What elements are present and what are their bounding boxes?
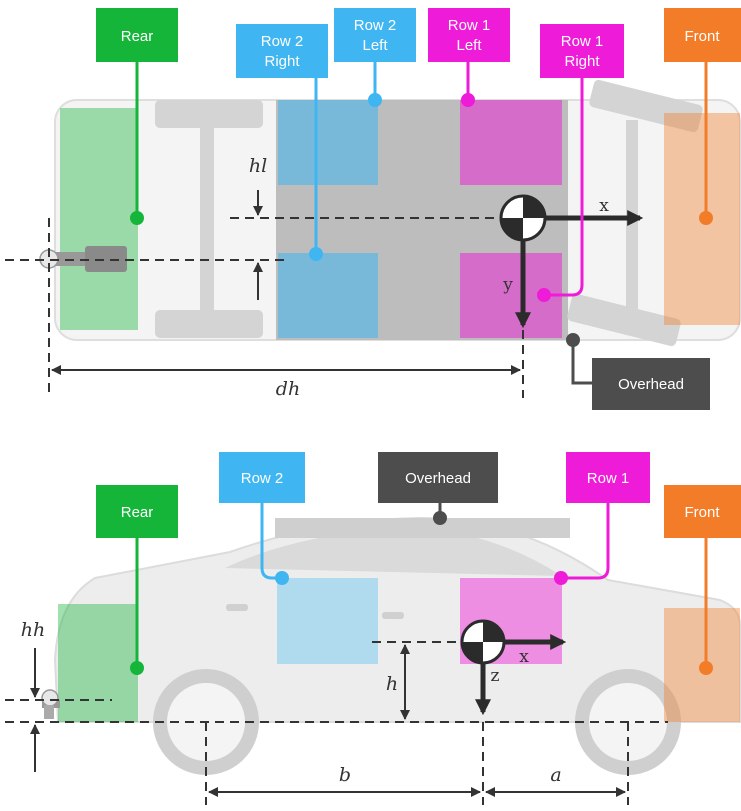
hl-label: hl <box>249 155 267 177</box>
leader-dots-side <box>130 511 713 675</box>
row2-zone-side <box>277 578 378 664</box>
rear-axle-top <box>155 100 263 338</box>
leader-dots-top <box>130 93 713 347</box>
label-front-top: Front <box>664 8 741 62</box>
label-row2-right: Row 2 Right <box>236 24 328 78</box>
label-rear-top: Rear <box>96 8 178 62</box>
row2-left-zone <box>278 100 378 185</box>
label-overhead-top: Overhead <box>592 358 710 410</box>
svg-text:Row 2: Row 2 <box>354 17 397 34</box>
top-view: hl dh x y <box>5 8 741 410</box>
z-axis-label-side: z <box>491 666 500 686</box>
svg-text:Rear: Rear <box>121 28 154 45</box>
rear-zone-side <box>58 604 138 722</box>
svg-text:Left: Left <box>456 37 482 54</box>
y-axis-label-top: y <box>502 275 513 295</box>
label-row1-left: Row 1 Left <box>428 8 510 62</box>
row1-left-zone <box>460 100 562 185</box>
center-of-gravity-icon-side <box>460 619 506 665</box>
roof-rack <box>275 518 570 538</box>
label-row1-side: Row 1 <box>566 452 650 503</box>
svg-text:Row 2: Row 2 <box>261 33 304 50</box>
svg-text:Left: Left <box>362 37 388 54</box>
label-row2-side: Row 2 <box>219 452 305 503</box>
svg-text:Right: Right <box>564 53 600 70</box>
h-label: h <box>386 673 398 695</box>
reference-lines-top <box>5 217 524 398</box>
label-rear-side: Rear <box>96 485 178 538</box>
door-handle-rear <box>226 604 248 611</box>
b-label: b <box>339 764 351 786</box>
svg-text:Front: Front <box>684 504 720 521</box>
hitch-icon <box>39 246 127 272</box>
x-axis-label-side: x <box>519 647 529 667</box>
leader-lines-side <box>135 503 708 668</box>
rear-zone-top <box>60 108 138 330</box>
label-front-side: Front <box>664 485 741 538</box>
a-label: a <box>550 764 561 786</box>
windows-side <box>225 528 562 576</box>
svg-text:Row 1: Row 1 <box>448 17 491 34</box>
center-of-gravity-icon <box>499 194 547 242</box>
svg-text:Right: Right <box>264 53 300 70</box>
x-axis-label-top: x <box>599 196 609 216</box>
label-row1-right: Row 1 Right <box>540 24 624 78</box>
label-row2-left: Row 2 Left <box>334 8 416 62</box>
reference-lines-side <box>5 641 668 805</box>
door-handle-front <box>382 612 404 619</box>
hh-label: hh <box>21 619 45 641</box>
leader-lines-top <box>135 62 708 385</box>
svg-text:Row 1: Row 1 <box>561 33 604 50</box>
svg-text:Row 1: Row 1 <box>587 470 630 487</box>
side-view: hh h b a x z <box>5 452 741 805</box>
svg-text:Row 2: Row 2 <box>241 470 284 487</box>
row2-right-zone <box>278 253 378 338</box>
dh-label: dh <box>276 378 300 400</box>
svg-text:Overhead: Overhead <box>618 376 684 393</box>
svg-text:Overhead: Overhead <box>405 470 471 487</box>
label-overhead-side: Overhead <box>378 452 498 503</box>
svg-text:Front: Front <box>684 28 720 45</box>
hitch-icon-side <box>41 689 60 719</box>
svg-text:Rear: Rear <box>121 504 154 521</box>
